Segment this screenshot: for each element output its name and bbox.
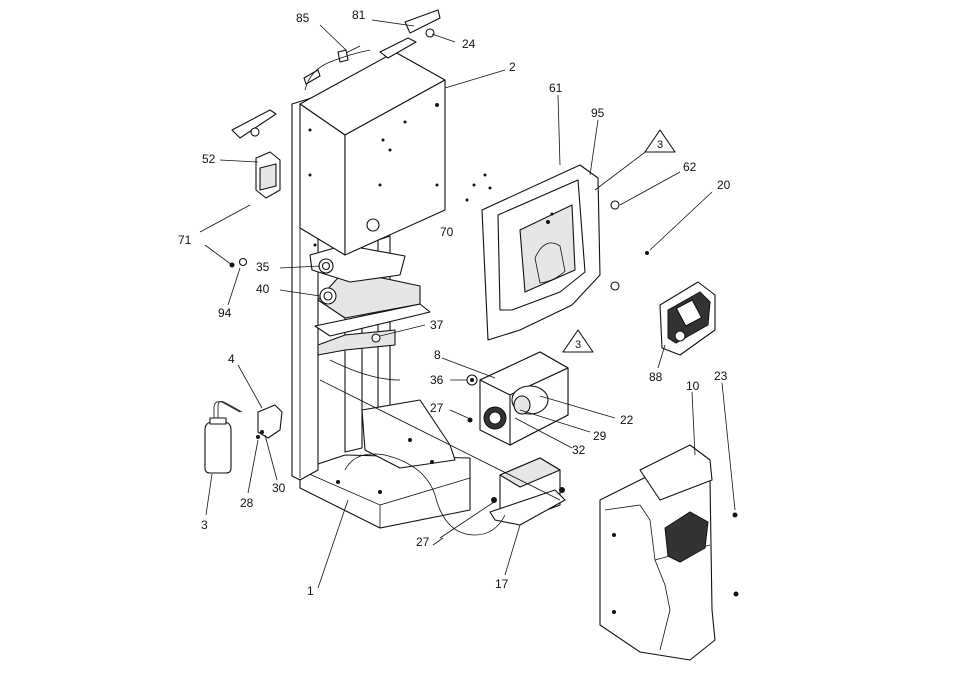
callout-81: 81 (352, 8, 366, 22)
callout-27-lower: 27 (416, 535, 430, 549)
callout-61: 61 (549, 81, 563, 95)
callout-22: 22 (620, 413, 634, 427)
module-52 (255, 151, 281, 199)
callout-88: 88 (649, 370, 663, 384)
note-triangle-upper (644, 129, 676, 153)
callout-32: 32 (572, 443, 586, 457)
callout-10: 10 (686, 379, 700, 393)
callout-labels: 85 81 24 2 61 95 3 62 20 52 71 70 35 40 … (178, 8, 731, 598)
note-triangles (562, 129, 676, 353)
callout-1: 1 (307, 584, 314, 598)
callout-71: 71 (178, 233, 192, 247)
callout-17: 17 (495, 577, 509, 591)
bottle-assembly (204, 401, 283, 474)
callout-4: 4 (228, 352, 235, 366)
leader-lines (199, 19, 736, 589)
callout-95: 95 (591, 106, 605, 120)
display-housing (481, 164, 620, 341)
mounting-brackets (231, 9, 441, 139)
transformer (489, 457, 566, 526)
callout-85: 85 (296, 11, 310, 25)
note-triangle-lower (562, 329, 594, 353)
callout-30: 30 (272, 481, 286, 495)
fasteners (229, 173, 492, 343)
callout-35: 35 (256, 260, 270, 274)
callout-2: 2 (509, 60, 516, 74)
callout-29: 29 (593, 429, 607, 443)
callout-37: 37 (430, 318, 444, 332)
callout-20: 20 (717, 178, 731, 192)
callout-3-bottle: 3 (201, 518, 208, 532)
callout-27-upper: 27 (430, 401, 444, 415)
callout-62: 62 (683, 160, 697, 174)
callout-23: 23 (714, 369, 728, 383)
blower-housing (466, 351, 569, 446)
callout-40: 40 (256, 282, 270, 296)
cover-shroud: GRACO (599, 444, 739, 661)
callout-8: 8 (434, 348, 441, 362)
callout-36: 36 (430, 373, 444, 387)
cables (304, 49, 561, 536)
electrical-box (299, 51, 446, 256)
callout-24: 24 (462, 37, 476, 51)
callout-70: 70 (440, 225, 454, 239)
display-module (645, 251, 716, 356)
callout-94: 94 (218, 306, 232, 320)
callout-28: 28 (240, 496, 254, 510)
callout-52: 52 (202, 152, 216, 166)
callout-3-triangle-upper: 3 (657, 139, 663, 151)
callout-3-triangle-lower: 3 (575, 339, 581, 351)
